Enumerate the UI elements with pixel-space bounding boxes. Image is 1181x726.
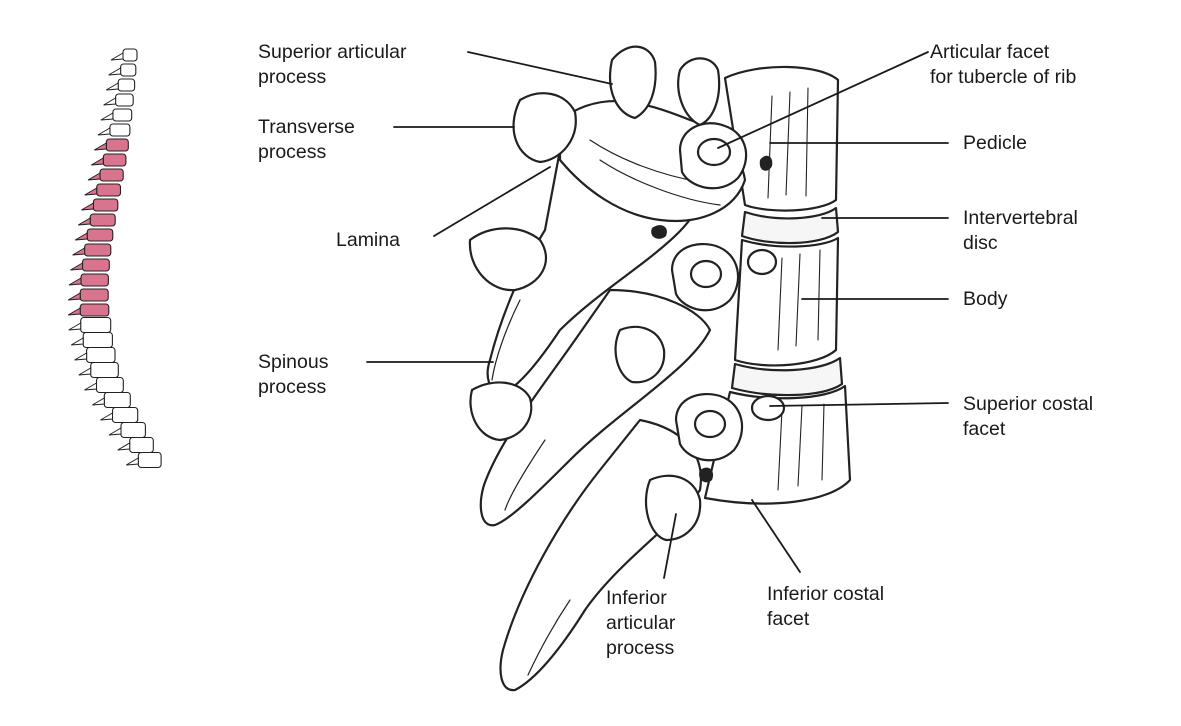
label-superior-articular-process: Superior articular process — [258, 40, 406, 90]
spinous-spur — [72, 247, 86, 256]
spinous-spur — [78, 367, 92, 376]
label-line: process — [258, 141, 327, 163]
label-body: Body — [963, 287, 1007, 312]
transverse-processes — [468, 92, 577, 442]
spinous-spur — [67, 292, 81, 301]
label-line: facet — [963, 418, 1006, 440]
spinous-spur — [117, 442, 131, 451]
label-line: Transverse — [258, 116, 355, 138]
spinous-spur — [74, 232, 88, 241]
label-line: Inferior costal — [767, 583, 885, 605]
spinous-spur — [126, 457, 139, 466]
label-line: disc — [963, 232, 998, 254]
label-superior-costal-facet: Superior costal facet — [963, 392, 1093, 442]
spinous-spur — [81, 202, 94, 211]
label-line: Spinous — [258, 351, 329, 373]
facet-shading — [651, 155, 773, 483]
label-line: Pedicle — [963, 132, 1027, 154]
label-line: process — [258, 66, 327, 88]
spinous-spur — [70, 262, 83, 271]
spinous-spur — [94, 142, 107, 151]
spinous-spur — [110, 52, 124, 61]
label-line: facet — [767, 608, 810, 630]
spinous-spur — [84, 187, 98, 196]
spinous-spur — [77, 217, 91, 226]
spinous-spur — [97, 127, 111, 136]
label-line: process — [606, 637, 675, 659]
spinous-spur — [105, 82, 119, 91]
spinous-spur — [92, 397, 105, 406]
spinous-spur — [67, 307, 81, 316]
label-articular-facet: Articular facet for tubercle of rib — [930, 40, 1076, 90]
label-spinous-process: Spinous process — [258, 350, 328, 400]
leader-lines — [366, 51, 949, 579]
label-intervertebral-disc: Intervertebral disc — [963, 206, 1078, 256]
spinous-spur — [108, 67, 122, 76]
spinous-spur — [70, 337, 84, 346]
label-line: Body — [963, 288, 1008, 310]
label-inferior-costal-facet: Inferior costal facet — [767, 582, 884, 632]
spinous-spur — [100, 112, 114, 121]
label-line: Lamina — [336, 229, 400, 251]
spinous-spur — [87, 172, 101, 181]
spinous-spur — [108, 427, 122, 436]
label-line: for tubercle of rib — [930, 66, 1077, 88]
spinous-spur — [68, 322, 82, 331]
spinous-spur — [68, 277, 82, 286]
label-line: process — [258, 376, 327, 398]
label-line: articular — [606, 612, 676, 634]
label-line: Inferior — [606, 587, 667, 609]
spinous-spur — [91, 157, 104, 166]
superior-articular-processes — [609, 45, 721, 127]
label-transverse-process: Transverse process — [258, 115, 355, 165]
label-line: Superior articular — [258, 41, 407, 63]
label-pedicle: Pedicle — [963, 131, 1027, 156]
vertebral-bodies — [703, 65, 852, 505]
rib-facets — [670, 122, 786, 462]
inferior-articular-processes — [614, 325, 702, 542]
label-line: Articular facet — [930, 41, 1050, 63]
label-line: Superior costal — [963, 393, 1094, 415]
label-lamina: Lamina — [336, 228, 400, 253]
label-inferior-articular-process: Inferior articular process — [606, 586, 675, 661]
spinous-spur — [100, 412, 113, 421]
spinous-spur — [74, 352, 88, 361]
spinous-spur — [84, 382, 97, 391]
label-line: Intervertebral — [963, 207, 1078, 229]
spinous-spur — [103, 97, 117, 106]
